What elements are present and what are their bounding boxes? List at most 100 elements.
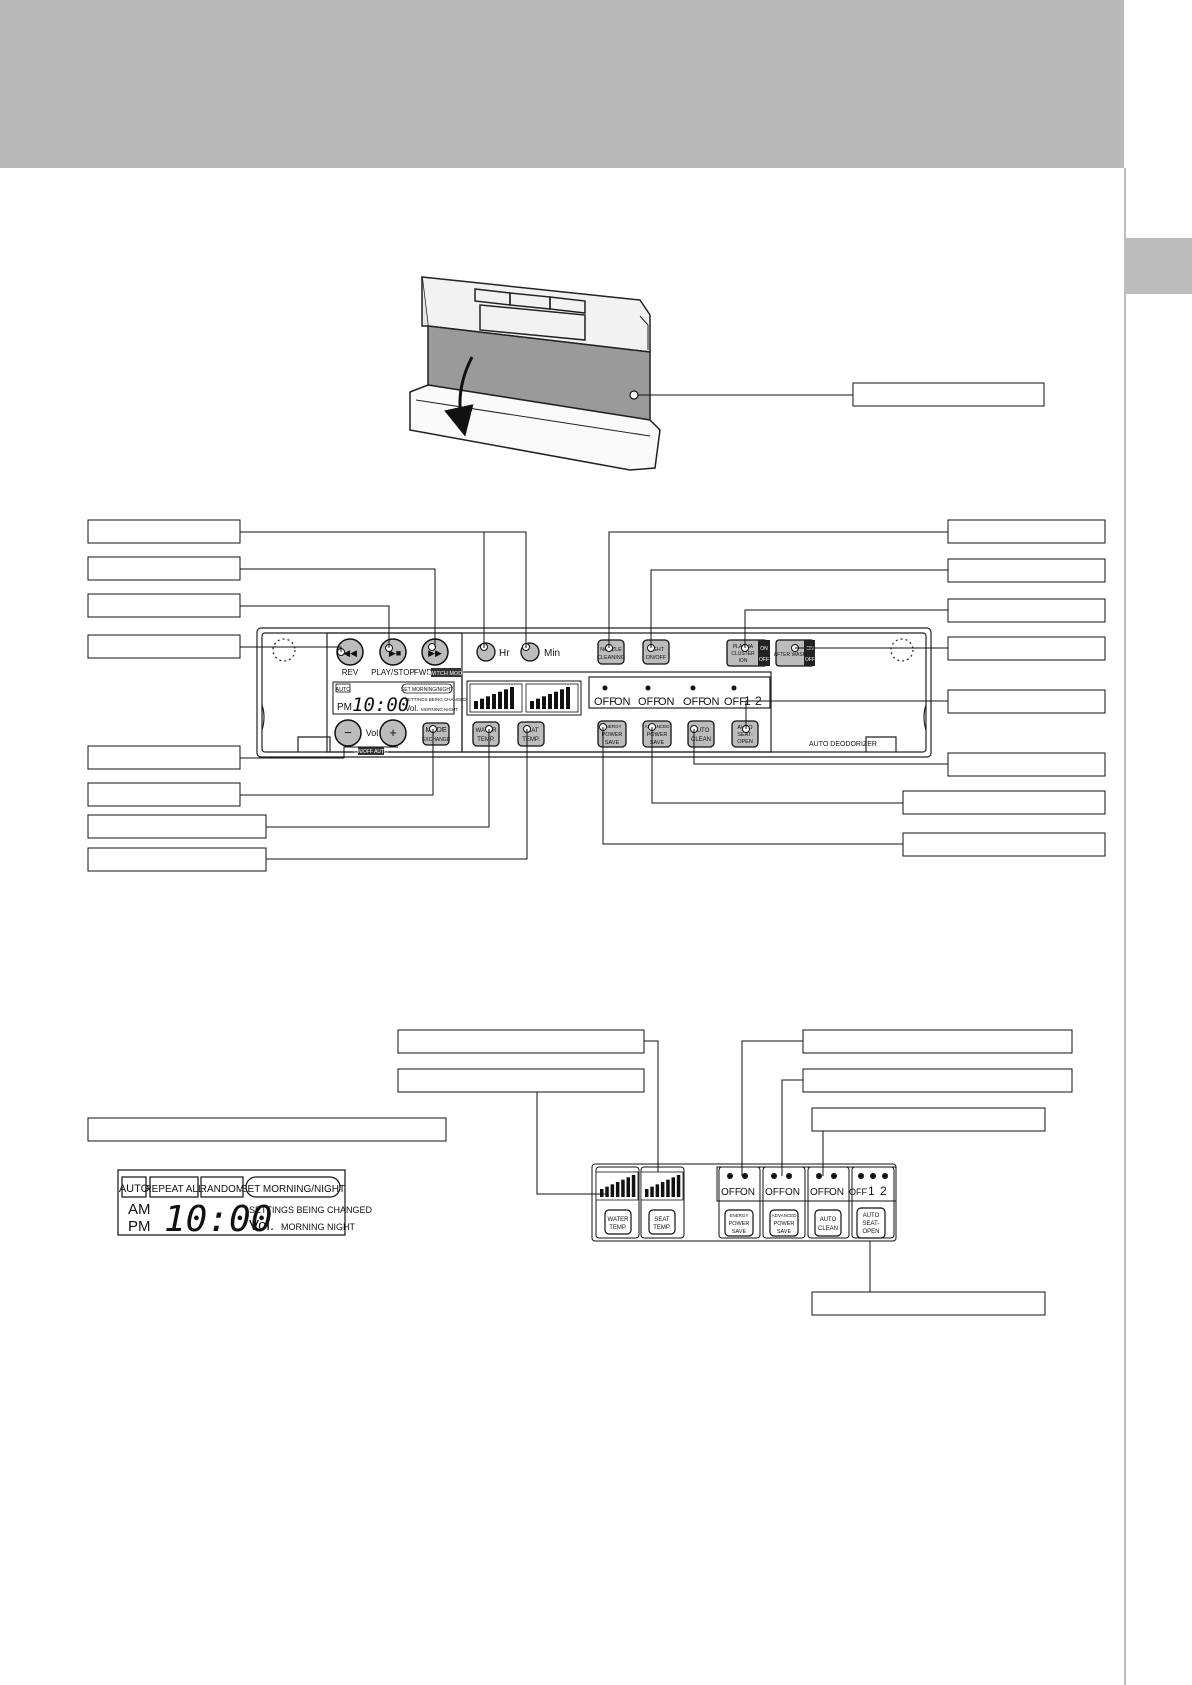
remote-unit-illustration [409, 276, 661, 471]
light-on-off-button[interactable]: LIGHT ON/OFF [642, 639, 670, 665]
seat-open-label-3: OPEN [737, 739, 753, 745]
level-bar-segment [560, 689, 564, 709]
after-wash-button[interactable]: AFTER WASH ON OFF [774, 639, 815, 667]
auto-seat-open-button[interactable]: AUTO SEAT- OPEN [731, 720, 759, 748]
detail-label-boxes [397, 1029, 1073, 1316]
level-bar-segment [645, 1189, 649, 1197]
detail-water-temp-button[interactable]: WATER TEMP. [604, 1209, 632, 1235]
play-stop-button[interactable]: ▶■ [379, 638, 407, 666]
lcd-detail-pm: PM [128, 1218, 151, 1235]
svg-text:+: + [389, 725, 397, 740]
nozzle-cleaning-button[interactable]: NOZZLE CLEANING [597, 639, 625, 665]
seat-temp-label-1: SEAT [523, 728, 539, 734]
water-temp-button[interactable]: WATER TEMP. [472, 721, 500, 747]
level-bar-segment [631, 1175, 636, 1197]
detail-energy-power-save-button[interactable]: ENERGY POWER SAVE [724, 1209, 754, 1237]
hr-button[interactable] [476, 642, 496, 662]
detail-advanced-power-save-button[interactable]: ADVANCED POWER SAVE [769, 1209, 799, 1237]
cover-open-arrow [444, 356, 474, 437]
detail-ind-2-on: ON [785, 1187, 800, 1198]
fwd-button[interactable]: ▶▶ [421, 638, 449, 666]
level-bar-segment [600, 1189, 604, 1197]
detail-auto-clean-2: CLEAN [818, 1226, 838, 1232]
lcd-time-text: 10:00 [352, 694, 409, 716]
seat-temp-button[interactable]: SEAT TEMP. [517, 721, 545, 747]
light-label-2: ON/OFF [646, 655, 667, 661]
ind-2-on: ON [658, 696, 675, 708]
eco-label-1: POWER [602, 732, 623, 738]
detail-seat-temp-button[interactable]: SEAT TEMP. [648, 1209, 676, 1235]
brand-label: AUTO DEODORIZER [809, 741, 877, 748]
hr-label: Hr [499, 648, 510, 659]
control-panel-body [256, 627, 932, 758]
lcd-detail-time: 10:00 [164, 1199, 272, 1240]
energy-power-save-button[interactable]: ENERGY POWER SAVE [597, 720, 627, 748]
eco-label-2: SAVE [605, 740, 620, 746]
level-bar-segment [650, 1186, 654, 1197]
small-lcd-display: AUTO SET MORNING/NIGHT PM 10:00 SETTINGS… [332, 681, 467, 716]
indicator-row: OFF ON OFF ON OFF ON OFF 1 2 [594, 685, 762, 708]
level-bar-segment [492, 694, 496, 709]
plasma-cluster-ion-button[interactable]: PLASMA CLUSTER ION ON OFF [726, 639, 770, 667]
lcd-auto-text: AUTO [335, 687, 351, 693]
level-bar-segment [610, 1184, 615, 1197]
lcd-detail-label-box [87, 1117, 447, 1142]
level-bar-segment [554, 691, 558, 709]
detail-seat-1: SEAT [654, 1217, 670, 1223]
level-bar-segment [498, 691, 502, 709]
level-bar-segment [655, 1184, 660, 1197]
vol-plus-button[interactable]: + [379, 719, 407, 747]
vol-badge-box [358, 747, 384, 755]
detail-adv-2: SAVE [777, 1229, 792, 1235]
vol-badge: ON/OFF AUTO [354, 749, 388, 755]
adv-label-1: POWER [647, 732, 668, 738]
advanced-power-save-button[interactable]: ADVANCED POWER SAVE [642, 720, 672, 748]
adv-label-2: SAVE [650, 740, 665, 746]
lcd-detail-auto: AUTO [119, 1183, 150, 1195]
leader-lines [240, 531, 948, 860]
detail-seat-open-1: AUTO [863, 1213, 880, 1219]
detail-auto-clean-button[interactable]: AUTO CLEAN [814, 1209, 842, 1237]
detail-seat-open-2: SEAT- [863, 1221, 880, 1227]
plasma-label-2: CLUSTER [731, 651, 755, 657]
detail-eco-top: ENERGY [729, 1213, 748, 1218]
level-bar-segment [536, 698, 540, 709]
level-bar-segment [666, 1179, 670, 1197]
detail-adv-top: ADVANCED [772, 1213, 797, 1218]
detail-ind-2-off: OFF [765, 1187, 785, 1198]
lcd-vol-text: Vol. [405, 704, 418, 713]
lcd-detail-set: SET MORNING/NIGHT [241, 1184, 345, 1195]
svg-text:▶▶: ▶▶ [428, 648, 442, 658]
rev-label: REV [342, 668, 359, 677]
water-temp-label-2: TEMP. [477, 737, 495, 743]
fwd-label: FWD [414, 668, 432, 677]
detail-auto-seat-open-button[interactable]: AUTO SEAT- OPEN [856, 1207, 886, 1239]
after-wash-label: AFTER WASH [774, 652, 807, 658]
seat-open-label-2: SEAT- [737, 732, 753, 738]
level-bar-segment [660, 1182, 665, 1197]
ind-2-off: OFF [638, 696, 660, 708]
detail-seat-open-3: OPEN [862, 1229, 879, 1235]
detail-ind-1-on: ON [740, 1187, 755, 1198]
detail-ind-4-off: OFF [849, 1187, 867, 1197]
callout-label-boxes [87, 519, 1106, 872]
level-bar-segment [626, 1177, 630, 1197]
detail-indicators: OFF ON OFF ON OFF ON OFF 1 2 [721, 1173, 888, 1198]
section-tab [1126, 238, 1192, 294]
level-bar-segment [605, 1186, 609, 1197]
min-button[interactable] [520, 642, 540, 662]
mode-button[interactable]: MODE EXCHANGE [422, 722, 451, 746]
auto-clean-button[interactable]: AUTO CLEAN [687, 720, 715, 748]
level-bar-segment [480, 698, 484, 709]
level-bar-segment [530, 701, 534, 709]
lcd-detail-random: RANDOM [200, 1184, 244, 1195]
panel-detail-bars [595, 1171, 684, 1201]
adv-top-label: ADVANCED [645, 724, 670, 729]
lcd-detail-vol: Vol. [249, 1217, 274, 1234]
rev-button[interactable]: ◀◀ [336, 638, 364, 666]
level-bar-segment [542, 696, 546, 709]
lcd-detail-am: AM [128, 1201, 151, 1218]
vol-minus-button[interactable]: − [334, 719, 362, 747]
level-bar-segment [486, 696, 490, 709]
